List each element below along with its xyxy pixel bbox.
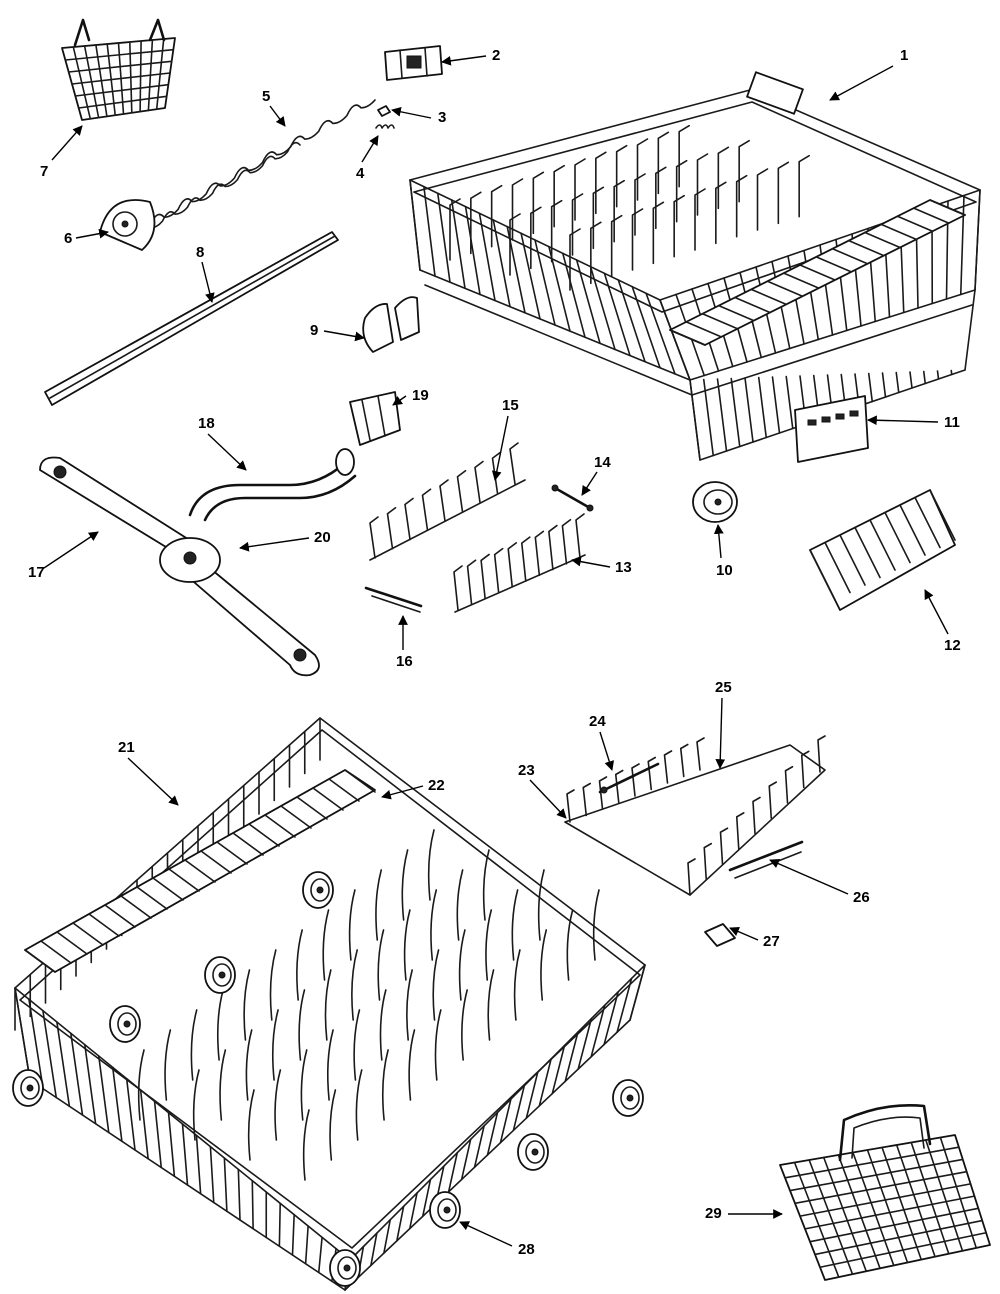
- leader-arrow-2: [441, 55, 487, 66]
- callout-label-12: 12: [944, 637, 961, 654]
- part-27-clip[interactable]: [704, 923, 736, 947]
- leader-arrow-22: [381, 785, 424, 800]
- leader-arrow-19: [392, 395, 407, 406]
- part-13-tine-row[interactable]: [453, 513, 586, 613]
- part-4-spring[interactable]: [375, 124, 395, 129]
- leader-arrow-14: [581, 471, 598, 496]
- part-8-rail[interactable]: [44, 231, 339, 406]
- callout-label-19: 19: [412, 387, 429, 404]
- callout-label-9: 9: [310, 322, 318, 339]
- leader-arrow-15: [491, 415, 509, 481]
- leader-arrow-9: [323, 330, 365, 342]
- part-26-clip[interactable]: [728, 840, 804, 879]
- callout-label-25: 25: [715, 679, 732, 696]
- leader-arrow-27: [729, 926, 759, 941]
- leader-arrow-11: [867, 415, 939, 426]
- callout-labels: 1234567891011121314151617181920212223242…: [28, 47, 961, 1258]
- leader-arrow-25: [715, 697, 726, 769]
- leader-arrow-6: [75, 228, 109, 239]
- callout-label-21: 21: [118, 739, 135, 756]
- part-17-spray-arm[interactable]: [39, 456, 320, 677]
- callout-label-24: 24: [589, 713, 606, 730]
- leader-arrow-18: [207, 433, 247, 471]
- part-14-clip[interactable]: [551, 484, 594, 512]
- part-10-wheel[interactable]: [692, 481, 738, 523]
- part-5-wavy-wire[interactable]: [149, 99, 376, 229]
- part-19-clip[interactable]: [349, 391, 401, 446]
- upper-rack[interactable]: [409, 71, 981, 461]
- leader-arrow-1: [829, 65, 894, 101]
- callout-label-13: 13: [615, 559, 632, 576]
- leader-arrow-3: [391, 106, 432, 119]
- callout-label-10: 10: [716, 562, 733, 579]
- part-12-cup-shelf[interactable]: [809, 489, 956, 611]
- leader-arrow-10: [713, 524, 724, 559]
- part-9-clip[interactable]: [362, 296, 420, 353]
- callout-leaders: [43, 55, 949, 1247]
- callout-label-1: 1: [900, 47, 908, 64]
- callout-label-14: 14: [594, 454, 611, 471]
- leader-arrow-21: [127, 757, 179, 806]
- leader-arrow-20: [239, 537, 310, 552]
- part-11-bracket[interactable]: [794, 395, 869, 463]
- part-28-wheels[interactable]: [12, 871, 644, 1287]
- callout-label-6: 6: [64, 230, 72, 247]
- leader-arrow-4: [361, 135, 379, 163]
- leader-arrow-12: [924, 589, 949, 635]
- callout-label-4: 4: [356, 165, 365, 182]
- callout-label-8: 8: [196, 244, 204, 261]
- leader-arrow-24: [599, 731, 615, 771]
- callout-label-11: 11: [944, 414, 960, 431]
- part-18-supply-tube[interactable]: [188, 448, 357, 522]
- callout-label-18: 18: [198, 415, 215, 432]
- part-23-25-tine-section[interactable]: [564, 735, 826, 896]
- leader-arrow-28: [459, 1221, 513, 1247]
- part-6-wheel-bracket[interactable]: [99, 199, 156, 251]
- callout-label-17: 17: [28, 564, 45, 581]
- callout-label-16: 16: [396, 653, 413, 670]
- lower-rack[interactable]: [14, 717, 646, 1291]
- leader-arrow-23: [529, 779, 567, 819]
- leader-arrow-13: [571, 556, 611, 568]
- callout-label-7: 7: [40, 163, 48, 180]
- leader-arrow-8: [201, 261, 215, 303]
- callout-label-3: 3: [438, 109, 446, 126]
- callout-label-15: 15: [502, 397, 519, 414]
- part-29-silverware-basket[interactable]: [779, 1103, 991, 1281]
- part-2-bracket[interactable]: [384, 45, 443, 81]
- part-24-clip[interactable]: [598, 762, 660, 794]
- part-16-clip[interactable]: [364, 586, 423, 613]
- leader-arrow-26: [769, 859, 849, 895]
- leader-arrow-5: [269, 105, 286, 127]
- callout-label-27: 27: [763, 933, 780, 950]
- leader-arrow-7: [51, 125, 83, 161]
- callout-label-26: 26: [853, 889, 870, 906]
- callout-label-20: 20: [314, 529, 331, 546]
- callout-label-5: 5: [262, 88, 270, 105]
- leader-arrow-17: [43, 531, 99, 569]
- part-7-small-basket[interactable]: [61, 18, 176, 121]
- callout-label-22: 22: [428, 777, 445, 794]
- callout-label-2: 2: [492, 47, 500, 64]
- part-3-clip[interactable]: [377, 105, 391, 117]
- part-15-tine-row[interactable]: [369, 442, 526, 561]
- callout-label-29: 29: [705, 1205, 722, 1222]
- callout-label-28: 28: [518, 1241, 535, 1258]
- callout-label-23: 23: [518, 762, 535, 779]
